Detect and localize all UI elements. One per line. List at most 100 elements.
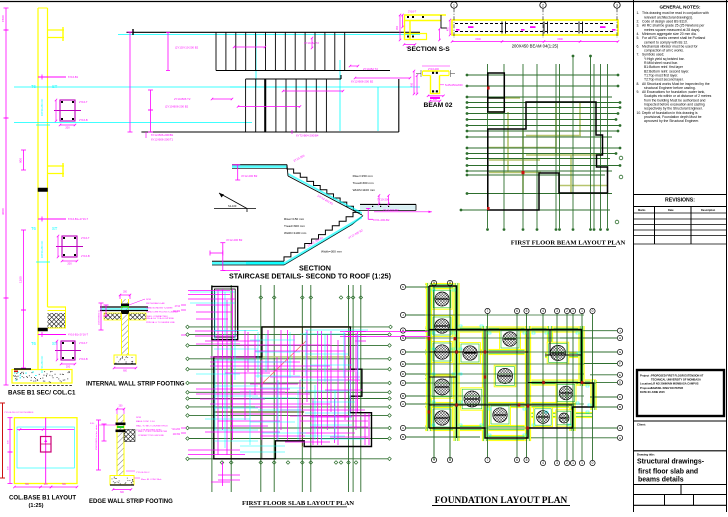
svg-text:2.: 2.	[637, 20, 640, 24]
svg-text:16Y20-250 OC: 16Y20-250 OC	[40, 356, 44, 373]
svg-text:F.F.L: F.F.L	[90, 423, 95, 425]
svg-text:6.: 6.	[637, 44, 640, 48]
svg-text:4Y12-200 B2: 4Y12-200 B2	[348, 228, 365, 240]
svg-text:6Y12-B06-200/B1: 6Y12-B06-200/B1	[151, 133, 174, 137]
svg-text:ST: ST	[52, 84, 58, 89]
svg-text:Riser=150 mm: Riser=150 mm	[284, 217, 305, 221]
svg-text:4Y12-200 B2: 4Y12-200 B2	[241, 174, 258, 178]
svg-text:Riser=150 mm: Riser=150 mm	[353, 174, 374, 178]
svg-text:T2:Top most second layer.: T2:Top most second layer.	[644, 78, 684, 82]
svg-text:relevant architectural drawing: relevant architectural drawing(s).	[644, 15, 693, 19]
svg-text:respectively by the Structural: respectively by the Structural Engineer.	[644, 107, 703, 111]
svg-text:200: 200	[66, 365, 71, 369]
svg-text:EDGE WALL STRIP FOOTING: EDGE WALL STRIP FOOTING	[89, 499, 173, 505]
svg-text:2Y16-200: 2Y16-200	[428, 68, 439, 71]
svg-text:200: 200	[406, 46, 411, 49]
svg-text:GENERAL NOTES:: GENERAL NOTES:	[659, 5, 700, 10]
svg-text:1500: 1500	[475, 38, 481, 41]
svg-text:6Y01-200-B2: 6Y01-200-B2	[373, 218, 390, 222]
svg-text:0: 0	[592, 309, 594, 313]
svg-text:9: 9	[433, 458, 435, 462]
svg-text:500: 500	[25, 484, 30, 486]
svg-text:3000: 3000	[1, 208, 5, 215]
svg-text:6: 6	[516, 458, 518, 462]
svg-text:7.: 7.	[637, 53, 640, 57]
svg-text:E: E	[619, 373, 621, 377]
svg-text:(1:25): (1:25)	[29, 503, 44, 509]
svg-text:Mechanical vibrator must be us: Mechanical vibrator must be used for	[642, 44, 698, 48]
svg-text:Inspected before excavation an: Inspected before excavation and casting	[644, 103, 705, 107]
svg-text:2Y16-T: 2Y16-T	[81, 236, 90, 240]
svg-text:K: K	[402, 285, 404, 289]
svg-text:aprooved by the Structural Eng: aprooved by the Structural Engineer.	[644, 119, 699, 123]
svg-text:(2Y10)Y10-200 B2: (2Y10)Y10-200 B2	[175, 46, 199, 50]
svg-text:4Y10: 4Y10	[175, 306, 181, 308]
svg-text:H: H	[402, 329, 404, 333]
svg-text:200: 200	[123, 292, 128, 294]
svg-text:Location :: Location :	[640, 382, 653, 386]
svg-text:1: 1	[572, 461, 574, 465]
svg-text:2Y10-B06 T2: 2Y10-B06 T2	[174, 97, 191, 101]
svg-text:Minimum aggregate size 20 mm d: Minimum aggregate size 20 mm dia.	[642, 32, 697, 36]
svg-text:A: A	[402, 426, 404, 430]
svg-text:cement to comply with Bs 12.: cement to comply with Bs 12.	[644, 40, 688, 44]
svg-text:B1:Bottom reinf. first layer: B1:Bottom reinf. first layer	[644, 65, 684, 69]
svg-text:5.: 5.	[637, 36, 640, 40]
svg-text:1: 1	[581, 309, 583, 313]
svg-text:6YT2-B04-200/B4: 6YT2-B04-200/B4	[296, 134, 319, 138]
svg-text:500: 500	[8, 466, 10, 470]
svg-text:3: 3	[616, 4, 618, 8]
svg-text:0: 0	[592, 461, 594, 465]
svg-text:6Y12-B06-200 B2: 6Y12-B06-200 B2	[351, 80, 374, 84]
svg-text:T6: T6	[31, 341, 37, 346]
svg-text:200 B2: 200 B2	[173, 311, 181, 313]
svg-text:H: H	[619, 336, 621, 340]
svg-text:R:Mild steel round bar.: R:Mild steel round bar.	[644, 61, 678, 65]
svg-text:(2Y10-B06-200 B2: (2Y10-B06-200 B2	[165, 105, 189, 109]
svg-text:provisional, Foundation depth: provisional, Foundation depth Must be	[644, 115, 702, 119]
svg-text:DPM: DPM	[136, 417, 141, 419]
svg-text:1: 1	[581, 461, 583, 465]
svg-text:SECTION: SECTION	[299, 263, 331, 272]
svg-text:D: D	[402, 372, 405, 376]
svg-text:BASE B1 SEC/ COL.C1: BASE B1 SEC/ COL.C1	[8, 390, 76, 397]
svg-text:COMPACT TED GROUND: COMPACT TED GROUND	[138, 434, 164, 437]
svg-text:Width=1100 mm: Width=1100 mm	[353, 188, 376, 192]
svg-text:450: 450	[448, 26, 450, 31]
svg-text:16Y20-250 OC: 16Y20-250 OC	[40, 241, 44, 258]
svg-text:7: 7	[487, 309, 489, 313]
svg-text:2Y16-B: 2Y16-B	[79, 118, 88, 122]
svg-text:1500: 1500	[557, 38, 563, 41]
svg-text:STAIRCASE DETAILS- SECOND TO R: STAIRCASE DETAILS- SECOND TO ROOF (1:25)	[229, 272, 392, 280]
svg-text:500: 500	[62, 484, 67, 486]
svg-text:beams details: beams details	[638, 477, 684, 484]
svg-text:2Y16-T: 2Y16-T	[79, 341, 88, 345]
svg-text:For all RC works cement shall: For all RC works cement shall be Portlan…	[642, 36, 705, 40]
svg-text:3.: 3.	[637, 24, 640, 28]
svg-text:1500 MIN/Or to: 1500 MIN/Or to	[98, 309, 101, 325]
svg-text:Y12-06-200 C/C BOTH WAYS: Y12-06-200 C/C BOTH WAYS	[4, 411, 34, 414]
svg-text:FIRST FLOOR SLAB LAYOUT PLAN: FIRST FLOOR SLAB LAYOUT PLAN	[242, 500, 354, 507]
svg-text:Width=300 mm: Width=300 mm	[321, 250, 342, 254]
svg-text:10.: 10.	[637, 111, 642, 115]
svg-text:4.: 4.	[637, 32, 640, 36]
svg-text:A: A	[619, 436, 621, 440]
svg-text:B: B	[402, 394, 404, 398]
svg-text:Tread=300 mm: Tread=300 mm	[353, 181, 374, 185]
svg-text:Description: Description	[701, 208, 716, 212]
svg-text:8: 8	[449, 281, 451, 285]
svg-text:Client:: Client:	[637, 423, 646, 427]
svg-text:G: G	[402, 336, 405, 340]
svg-text:7Y-3-200-B2: 7Y-3-200-B2	[383, 208, 399, 212]
svg-text:16Y20-250 OC: 16Y20-250 OC	[40, 99, 44, 116]
svg-text:2Y16-B: 2Y16-B	[81, 254, 90, 258]
svg-text:1200: 1200	[19, 276, 23, 283]
svg-text:J: J	[619, 329, 621, 333]
svg-text:F: F	[402, 350, 404, 354]
svg-text:2Y10-200: 2Y10-200	[293, 153, 306, 162]
svg-text:Width=1100 mm: Width=1100 mm	[284, 231, 307, 235]
svg-text:L.R NO 209/MAIN MOMBASA CAMPUS: L.R NO 209/MAIN MOMBASA CAMPUS	[651, 382, 699, 386]
svg-text:C: C	[402, 381, 405, 385]
svg-text:SAMUEL KING'OO PETER: SAMUEL KING'OO PETER	[651, 386, 683, 390]
svg-text:All Structural works Must be i: All Structural works Must be inspected b…	[642, 82, 710, 86]
